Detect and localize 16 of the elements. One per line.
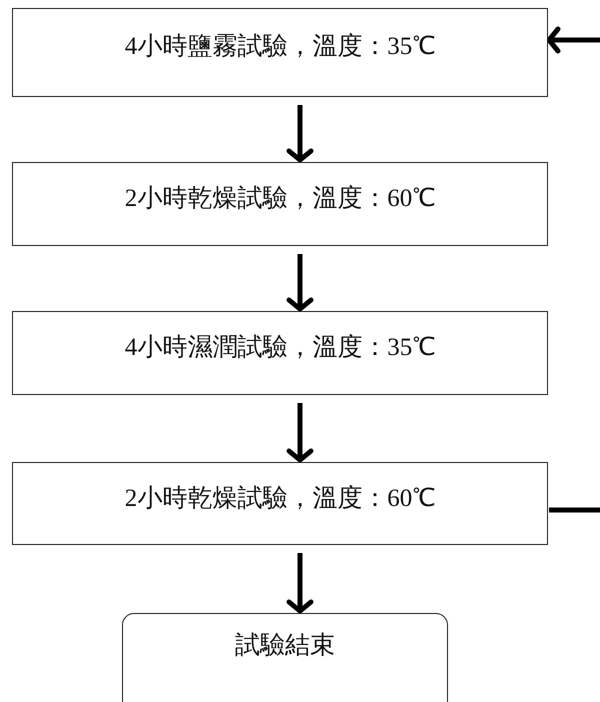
process-box <box>12 462 548 545</box>
process-box <box>12 8 548 97</box>
arrow <box>286 105 314 162</box>
box-text: 試驗結束 <box>234 631 336 661</box>
arrow <box>286 553 314 614</box>
arrow <box>546 26 600 54</box>
arrow <box>286 254 314 312</box>
box-text: 2小時乾燥試驗，溫度：60℃ <box>124 184 436 214</box>
connector-line <box>549 508 600 512</box>
box-text: 4小時濕潤試驗，溫度：35℃ <box>124 332 436 363</box>
box-text: 2小時乾燥試驗，溫度：60℃ <box>124 484 436 514</box>
process-box <box>12 162 548 246</box>
process-box <box>12 311 548 395</box>
arrow <box>286 403 314 462</box>
box-text: 4小時鹽霧試驗，溫度：35℃ <box>124 32 436 62</box>
end-box <box>122 613 448 702</box>
